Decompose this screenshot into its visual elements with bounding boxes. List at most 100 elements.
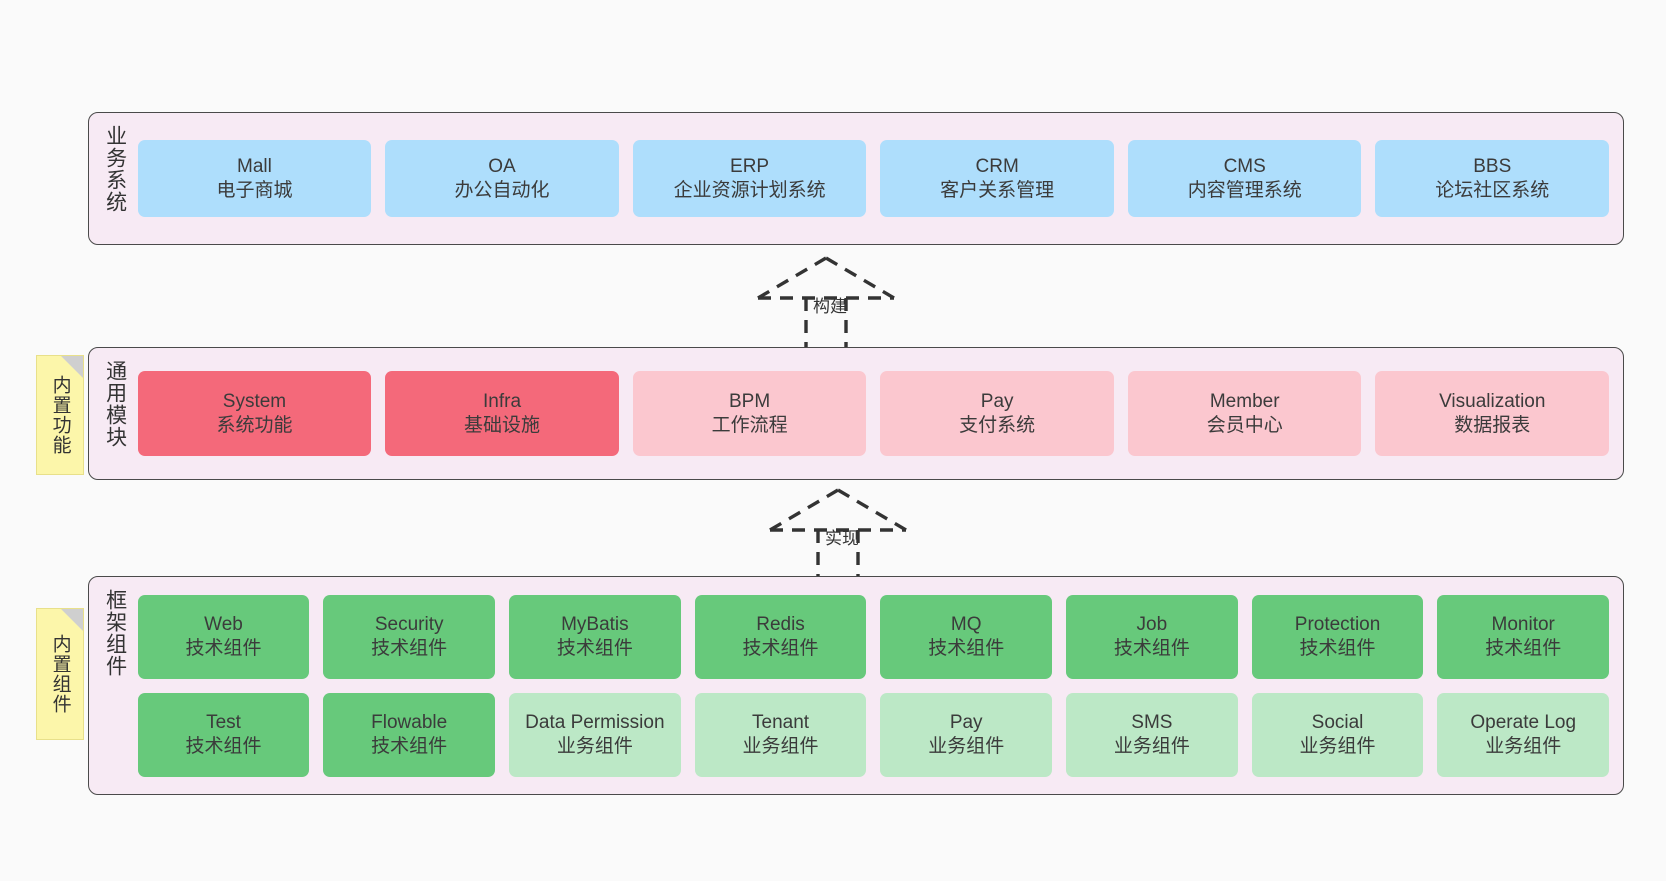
card-web[interactable]: Web 技术组件 [137, 594, 310, 679]
card-title: Protection [1294, 614, 1381, 636]
card-visualization[interactable]: Visualization 数据报表 [1375, 371, 1610, 456]
card-tenant[interactable]: Tenant 业务组件 [694, 692, 867, 777]
card-title: OA [488, 156, 516, 178]
card-subtitle: 电子商城 [216, 179, 293, 201]
card-title: Data Permission [525, 712, 665, 734]
card-subtitle: 技术组件 [1299, 637, 1376, 659]
layer-caption-business: 业务系统 [103, 125, 127, 213]
card-mall[interactable]: Mall 电子商城 [137, 140, 372, 217]
connector-implement-label: 实现 [825, 529, 859, 548]
card-subtitle: 技术组件 [928, 637, 1005, 659]
card-subtitle: 业务组件 [556, 735, 633, 757]
card-job[interactable]: Job 技术组件 [1066, 594, 1238, 679]
note-label: 内置组件 [49, 634, 71, 714]
card-title: Web [204, 614, 243, 636]
card-title: SMS [1131, 712, 1173, 734]
card-test[interactable]: Test 技术组件 [137, 692, 310, 777]
card-subtitle: 技术组件 [742, 637, 819, 659]
layer-business-system: 业务系统 Mall 电子商城 OA 办公自动化 ERP 企业资源计划系统 CRM [88, 112, 1624, 245]
note-builtin-components: 内置组件 [36, 608, 84, 740]
card-data-permission[interactable]: Data Permission 业务组件 [509, 692, 681, 777]
card-subtitle: 技术组件 [1485, 637, 1562, 659]
layer-body-business: Mall 电子商城 OA 办公自动化 ERP 企业资源计划系统 CRM 客户关系… [132, 113, 1623, 244]
layer-framework-component: 框架组件 Web 技术组件 Security 技术组件 MyBatis 技术组件 [88, 576, 1624, 795]
card-subtitle: 论坛社区系统 [1435, 179, 1550, 201]
card-title: Monitor [1491, 614, 1555, 636]
layer-common-module: 通用模块 System 系统功能 Infra 基础设施 BPM 工作流程 Pay [88, 347, 1624, 480]
card-title: Infra [483, 391, 522, 413]
card-mybatis[interactable]: MyBatis 技术组件 [509, 594, 681, 679]
card-bbs[interactable]: BBS 论坛社区系统 [1375, 140, 1610, 217]
card-title: Visualization [1439, 391, 1546, 413]
card-pay-module[interactable]: Pay 支付系统 [880, 371, 1114, 456]
card-subtitle: 业务组件 [1299, 735, 1376, 757]
card-subtitle: 技术组件 [185, 637, 262, 659]
card-subtitle: 技术组件 [185, 735, 262, 757]
card-title: MQ [950, 614, 982, 636]
card-subtitle: 业务组件 [1485, 735, 1562, 757]
layer-caption-common: 通用模块 [103, 360, 127, 448]
card-title: Pay [949, 712, 983, 734]
layer-body-common: System 系统功能 Infra 基础设施 BPM 工作流程 Pay 支付系统… [132, 348, 1623, 479]
card-oa[interactable]: OA 办公自动化 [385, 140, 619, 217]
card-operate-log[interactable]: Operate Log 业务组件 [1437, 692, 1610, 777]
card-member[interactable]: Member 会员中心 [1127, 371, 1362, 456]
card-cms[interactable]: CMS 内容管理系统 [1127, 140, 1362, 217]
card-subtitle: 技术组件 [371, 637, 448, 659]
layer-body-framework: Web 技术组件 Security 技术组件 MyBatis 技术组件 Redi… [132, 577, 1623, 794]
connector-build-label: 构建 [813, 297, 847, 316]
card-protection[interactable]: Protection 技术组件 [1251, 594, 1424, 679]
card-title: Mall [237, 156, 272, 178]
card-title: Redis [756, 614, 805, 636]
card-subtitle: 基础设施 [464, 414, 541, 436]
card-title: Member [1209, 391, 1280, 413]
card-title: ERP [730, 156, 770, 178]
framework-tech-row: Web 技术组件 Security 技术组件 MyBatis 技术组件 Redi… [137, 594, 1610, 679]
card-subtitle: 内容管理系统 [1187, 179, 1302, 201]
card-title: Social [1311, 712, 1364, 734]
common-card-row: System 系统功能 Infra 基础设施 BPM 工作流程 Pay 支付系统… [137, 371, 1610, 456]
card-mq[interactable]: MQ 技术组件 [880, 594, 1053, 679]
card-title: MyBatis [561, 614, 629, 636]
card-title: System [222, 391, 287, 413]
card-pay-component[interactable]: Pay 业务组件 [880, 692, 1053, 777]
connector-implement: 实现 [762, 484, 972, 584]
card-subtitle: 办公自动化 [454, 179, 550, 201]
card-subtitle: 技术组件 [556, 637, 633, 659]
card-title: Tenant [752, 712, 810, 734]
card-system[interactable]: System 系统功能 [137, 371, 372, 456]
note-builtin-functions: 内置功能 [36, 355, 84, 475]
connector-build: 构建 [750, 252, 960, 352]
business-card-row: Mall 电子商城 OA 办公自动化 ERP 企业资源计划系统 CRM 客户关系… [137, 140, 1610, 217]
card-title: Pay [980, 391, 1014, 413]
framework-rows: Web 技术组件 Security 技术组件 MyBatis 技术组件 Redi… [137, 594, 1610, 777]
card-subtitle: 工作流程 [711, 414, 788, 436]
card-subtitle: 企业资源计划系统 [673, 179, 826, 201]
card-subtitle: 数据报表 [1454, 414, 1531, 436]
card-title: Test [206, 712, 241, 734]
card-redis[interactable]: Redis 技术组件 [694, 594, 867, 679]
card-title: Security [374, 614, 444, 636]
card-infra[interactable]: Infra 基础设施 [385, 371, 619, 456]
note-fold-corner [61, 356, 83, 378]
layer-caption-framework: 框架组件 [103, 589, 127, 677]
card-subtitle: 技术组件 [371, 735, 448, 757]
note-fold-corner [61, 609, 83, 631]
card-erp[interactable]: ERP 企业资源计划系统 [632, 140, 867, 217]
card-bpm[interactable]: BPM 工作流程 [632, 371, 867, 456]
card-subtitle: 业务组件 [1113, 735, 1190, 757]
card-subtitle: 会员中心 [1206, 414, 1283, 436]
card-subtitle: 业务组件 [928, 735, 1005, 757]
card-crm[interactable]: CRM 客户关系管理 [880, 140, 1114, 217]
card-security[interactable]: Security 技术组件 [323, 594, 496, 679]
card-flowable[interactable]: Flowable 技术组件 [323, 692, 496, 777]
card-sms[interactable]: SMS 业务组件 [1066, 692, 1238, 777]
card-title: Flowable [371, 712, 448, 734]
card-subtitle: 系统功能 [216, 414, 293, 436]
card-monitor[interactable]: Monitor 技术组件 [1437, 594, 1610, 679]
card-subtitle: 技术组件 [1113, 637, 1190, 659]
card-social[interactable]: Social 业务组件 [1251, 692, 1424, 777]
card-title: BPM [728, 391, 771, 413]
card-title: Job [1136, 614, 1168, 636]
